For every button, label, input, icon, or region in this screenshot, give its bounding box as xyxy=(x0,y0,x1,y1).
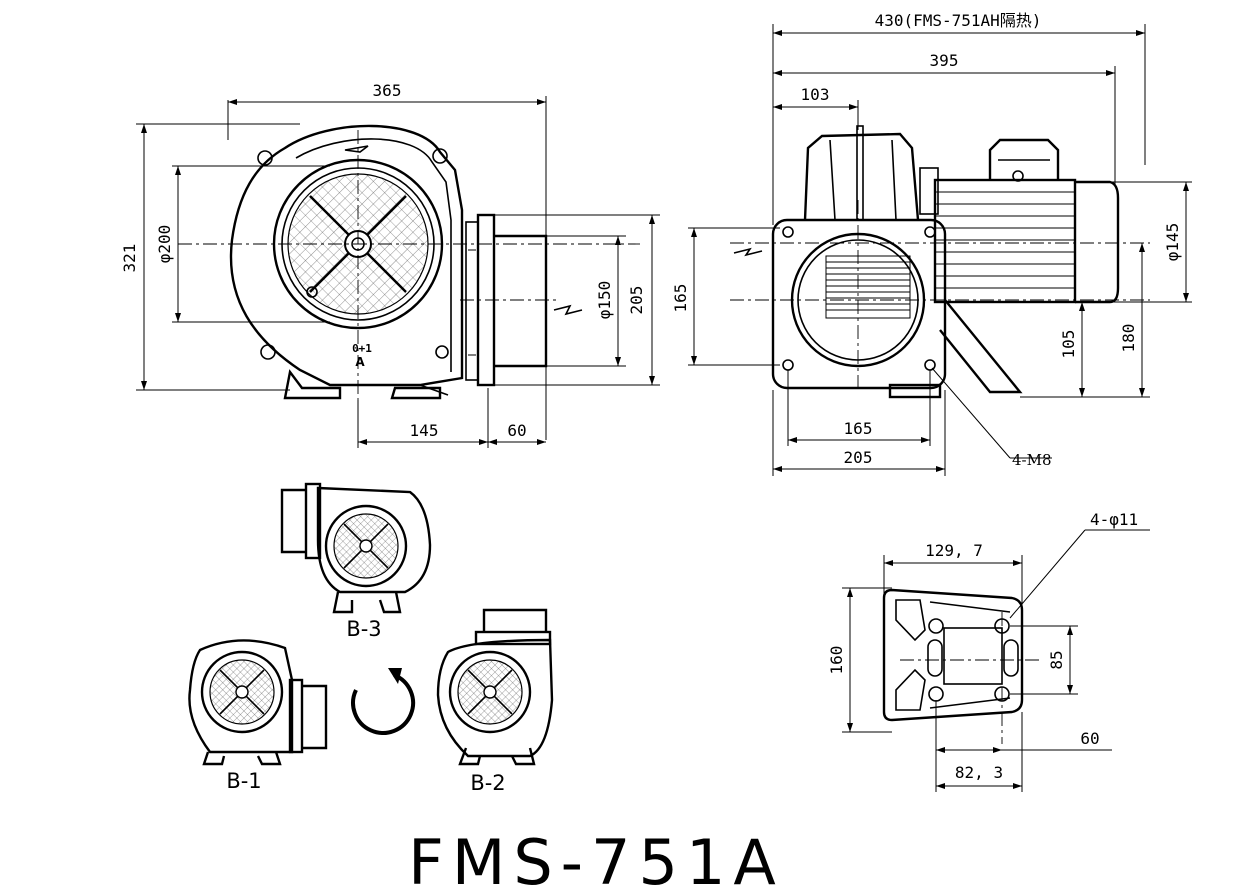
dim-base-left: 145 xyxy=(410,421,439,440)
rotation-mark: 0+1 xyxy=(352,342,372,355)
label-b3: B-3 xyxy=(346,617,381,641)
dim-hole-span: 165 xyxy=(844,419,873,438)
dim-flange-depth: 103 xyxy=(801,85,830,104)
base-view: 4-φ11 129, 7 160 85 60 82, 3 xyxy=(827,510,1150,792)
dim-base-height: 160 xyxy=(827,646,846,675)
orientation-b1: B-1 xyxy=(188,639,328,793)
dim-overall: 395 xyxy=(930,51,959,70)
dim-width: 365 xyxy=(373,81,402,100)
front-view: 365 321 φ200 φ150 205 145 60 0+1 A xyxy=(120,81,660,448)
label-b1: B-1 xyxy=(226,769,261,793)
base-hole-note: 4-φ11 xyxy=(1090,510,1138,529)
dim-overall-insulated: 430(FMS-751AH隔热) xyxy=(875,11,1042,30)
dim-motor-dia: φ145 xyxy=(1163,223,1182,262)
orientation-b3: B-3 xyxy=(280,482,432,641)
view-arrow-label: A xyxy=(355,355,365,369)
dim-base-width-bottom: 82, 3 xyxy=(955,763,1003,782)
dim-motor-top: 180 xyxy=(1119,324,1138,353)
model-title: FMS-751A xyxy=(408,826,784,896)
label-b2: B-2 xyxy=(470,771,505,795)
orientation-b2: B-2 xyxy=(436,608,554,795)
dim-flange-width: 205 xyxy=(844,448,873,467)
dim-flange-height: 165 xyxy=(671,284,690,313)
dim-base-offset: 60 xyxy=(1080,729,1099,748)
impeller-vanes xyxy=(825,255,911,319)
dim-outlet-height: 205 xyxy=(627,286,646,315)
dim-base-right: 60 xyxy=(507,421,526,440)
dim-base-width-top: 129, 7 xyxy=(925,541,983,560)
bolt-note: 4-M8 xyxy=(1012,451,1052,469)
dim-outlet-dia: φ150 xyxy=(595,281,614,320)
rotation-arrow-icon xyxy=(351,668,416,735)
dim-center-height: 105 xyxy=(1059,330,1078,359)
dim-base-hole-span: 85 xyxy=(1047,650,1066,669)
dim-height: 321 xyxy=(120,244,139,273)
side-view: 430(FMS-751AH隔热) 395 103 165 φ145 105 18… xyxy=(671,11,1192,476)
dim-inlet-dia: φ200 xyxy=(155,225,174,264)
